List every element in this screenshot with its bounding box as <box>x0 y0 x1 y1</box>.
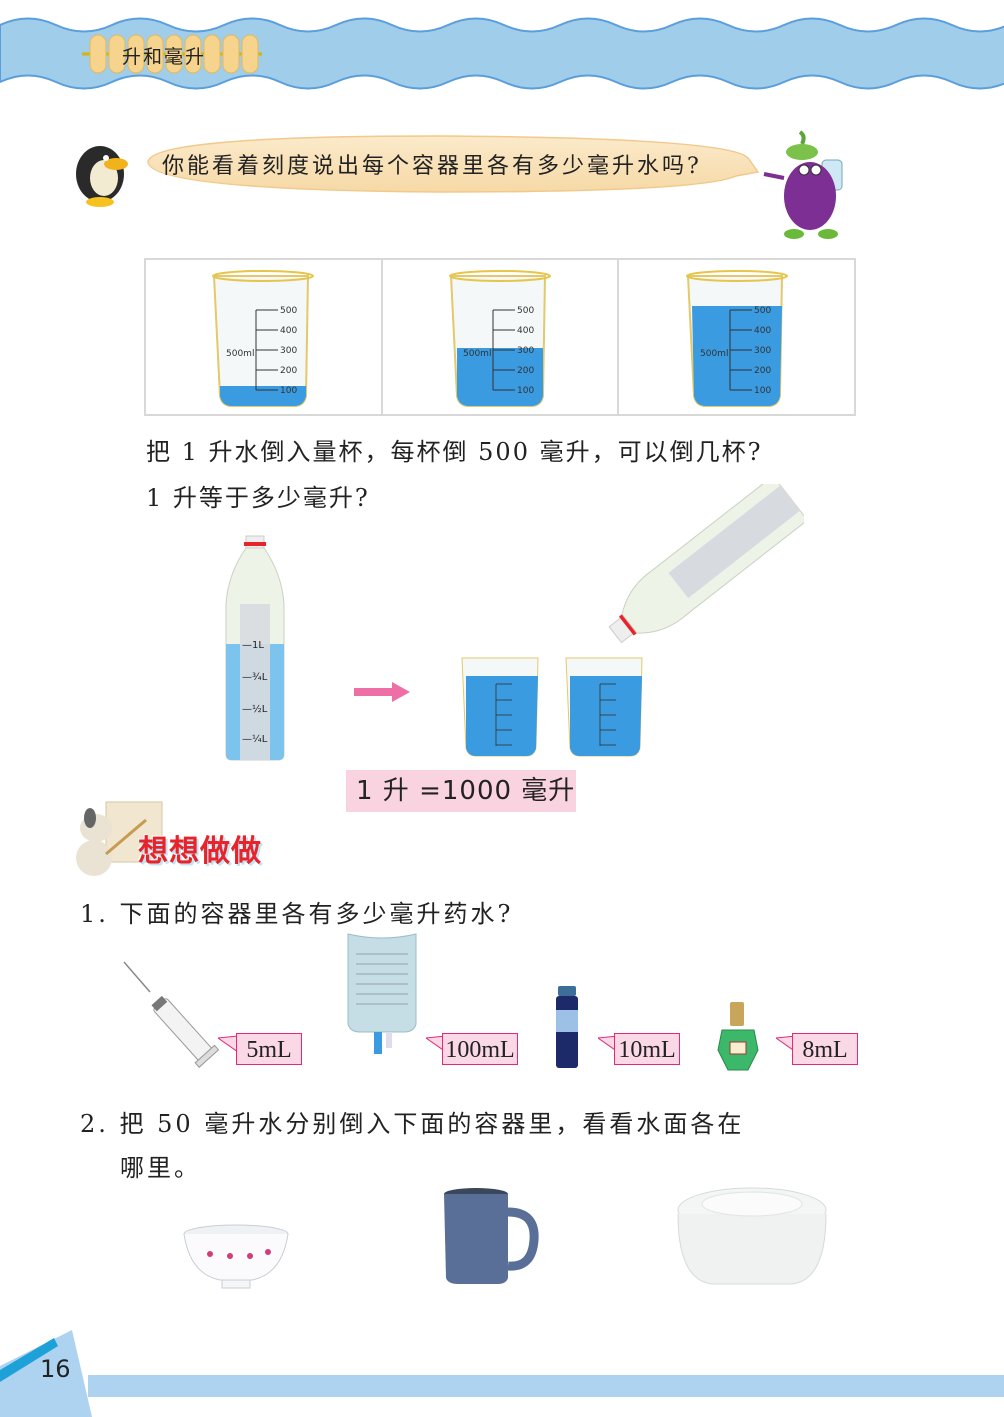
equation-box: 1 升 =1000 毫升 <box>346 770 576 812</box>
chapter-title: 升和毫升 <box>122 46 207 68</box>
svg-text:400: 400 <box>517 326 534 336</box>
page-corner-decoration <box>0 1330 92 1417</box>
vial-icon <box>556 986 578 1068</box>
dog-pointer-icon <box>76 801 163 876</box>
svg-text:—¾L: —¾L <box>242 672 268 683</box>
svg-text:300: 300 <box>280 346 297 356</box>
title-bead-decoration <box>82 34 262 74</box>
iv-bag-icon <box>347 933 417 1054</box>
penguin-icon <box>76 146 128 207</box>
mug-icon <box>444 1188 539 1284</box>
beaker-cell-3: 500 400 300 200 100 500ml <box>619 260 854 414</box>
svg-text:300: 300 <box>754 346 771 356</box>
syringe-volume-tag: 5mL <box>236 1033 302 1065</box>
tag-pointer <box>776 1035 796 1053</box>
page-number: 16 <box>40 1355 71 1383</box>
svg-text:100: 100 <box>280 386 297 396</box>
svg-text:400: 400 <box>280 326 297 336</box>
think-and-do-title: 想想做做 <box>138 834 262 869</box>
beaker-500ml-icon: 500 400 300 200 100 500ml <box>685 270 788 407</box>
svg-text:500: 500 <box>517 306 534 316</box>
full-beaker-left-icon <box>461 657 539 757</box>
svg-text:500: 500 <box>280 306 297 316</box>
beaker-cell-1: 500 400 300 200 100 500ml <box>146 260 383 414</box>
arrow-right-icon <box>354 682 410 702</box>
eye-drop-volume-tag: 8mL <box>792 1033 858 1065</box>
svg-text:100: 100 <box>754 386 771 396</box>
vial-volume-tag: 10mL <box>614 1033 680 1065</box>
iv-bag-volume-tag: 100mL <box>442 1033 518 1065</box>
svg-text:100: 100 <box>517 386 534 396</box>
speech-bubble <box>147 135 760 193</box>
beaker-panel: 500 400 300 200 100 500ml 500 400 300 200 100 500m… <box>144 258 856 416</box>
footer-bar <box>88 1375 1004 1397</box>
plastic-container-icon <box>677 1187 827 1285</box>
full-beaker-right-icon <box>565 657 643 757</box>
question-line-2: 1 升等于多少毫升? <box>146 484 370 512</box>
intro-question: 你能看着刻度说出每个容器里各有多少毫升水吗? <box>162 154 702 179</box>
beaker-100ml-icon: 500 400 300 200 100 500ml <box>212 270 315 407</box>
beaker-cell-2: 500 400 300 200 100 500ml <box>383 260 620 414</box>
exercise-2-prompt-line-1: 2. 把 50 毫升水分别倒入下面的容器里，看看水面各在 <box>80 1110 745 1138</box>
pouring-bottle-icon <box>608 484 804 644</box>
svg-text:500ml: 500ml <box>463 349 491 359</box>
svg-text:—¼L: —¼L <box>242 733 268 745</box>
svg-text:—1L: —1L <box>242 640 264 651</box>
svg-text:400: 400 <box>754 326 771 336</box>
tag-pointer <box>598 1035 618 1053</box>
question-line-1: 把 1 升水倒入量杯，每杯倒 500 毫升，可以倒几杯? <box>146 438 763 466</box>
svg-text:200: 200 <box>280 366 297 376</box>
tag-pointer <box>218 1035 238 1053</box>
eggplant-character-icon <box>763 130 843 239</box>
eye-drop-bottle-icon <box>717 1002 759 1071</box>
svg-text:200: 200 <box>517 366 534 376</box>
one-liter-bottle-icon: —1L —¾L —½L —¼L <box>225 535 285 761</box>
svg-text:500: 500 <box>754 306 771 316</box>
beaker-300ml-icon: 500 400 300 200 100 500ml <box>449 270 551 407</box>
syringe-icon <box>123 961 220 1068</box>
svg-text:300: 300 <box>517 346 534 356</box>
svg-text:500ml: 500ml <box>226 349 254 359</box>
bowl-icon <box>183 1224 289 1289</box>
exercise-2-prompt-line-2: 哪里。 <box>120 1154 201 1182</box>
svg-text:200: 200 <box>754 366 771 376</box>
exercise-1-prompt: 1. 下面的容器里各有多少毫升药水? <box>80 900 514 928</box>
svg-text:—½L: —½L <box>242 703 268 715</box>
svg-text:500ml: 500ml <box>700 349 728 359</box>
tag-pointer <box>426 1035 446 1053</box>
